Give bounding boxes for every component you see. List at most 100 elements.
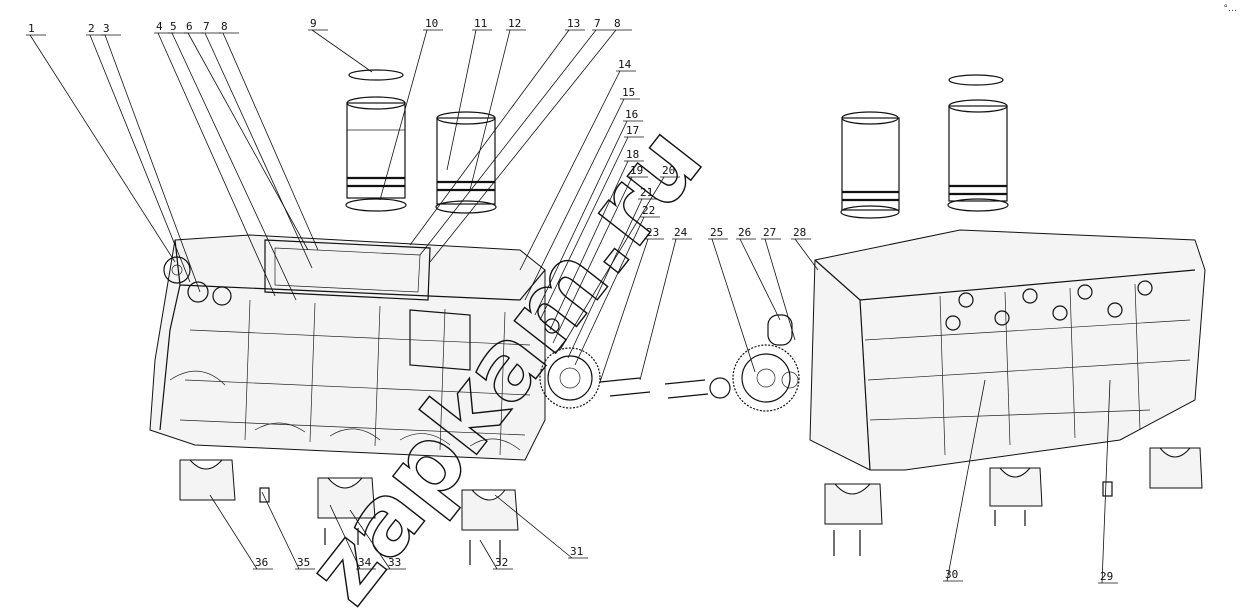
engine-block-right [809, 229, 1206, 471]
callout-leader-line [539, 136, 629, 321]
callout-number: 27 [763, 226, 776, 239]
callout-number: 24 [674, 226, 688, 239]
callout-leader-line [187, 32, 309, 251]
callout-number: 21 [640, 186, 653, 199]
callout-leader-line [204, 32, 313, 269]
callout-34: 34 [329, 504, 376, 570]
callout-number: 1 [28, 22, 35, 35]
callout-32: 32 [479, 539, 513, 570]
callout-1: 1 [26, 22, 176, 263]
callout-leader-line [552, 176, 633, 344]
callout-leader-line [946, 379, 986, 582]
callout-number: 28 [793, 226, 806, 239]
bolts [599, 377, 709, 399]
callout-leader-line [261, 491, 300, 570]
callout-33: 33 [349, 509, 406, 570]
callout-leader-line [29, 34, 176, 263]
callout-number: 9 [310, 17, 317, 30]
callout-leader-line [794, 238, 819, 271]
callout-leader-line [349, 509, 391, 570]
callout-number: 36 [255, 556, 268, 569]
callout-2: 2 [86, 22, 191, 283]
callout-36: 36 [209, 494, 273, 570]
callout-leader-line [157, 32, 276, 297]
callout-9: 9 [308, 17, 373, 73]
callout-21: 21 [567, 186, 658, 359]
callout-number: 10 [425, 17, 438, 30]
callout-leader-line [599, 238, 649, 383]
callout-number: 8 [221, 20, 228, 33]
callout-3: 3 [101, 22, 201, 293]
callout-number: 26 [738, 226, 751, 239]
callout-8: 8 [429, 17, 632, 263]
callout-number: 30 [945, 568, 958, 581]
callout-17: 17 [539, 124, 644, 321]
callout-number: 5 [170, 20, 177, 33]
callout-28: 28 [791, 226, 819, 271]
callout-leader-line [222, 32, 319, 251]
callout-number: 18 [626, 148, 639, 161]
timing-gears [539, 314, 800, 412]
callout-number: 31 [570, 545, 583, 558]
callout-25: 25 [708, 226, 756, 373]
callout-leader-line [574, 216, 645, 366]
callout-35: 35 [261, 491, 315, 570]
cylinder-liners-left [345, 69, 497, 214]
callout-31: 31 [494, 494, 588, 559]
callout-24: 24 [639, 226, 692, 381]
callout-leader-line [469, 29, 511, 191]
callout-number: 33 [388, 556, 401, 569]
more-menu-icon[interactable]: °… [1223, 4, 1238, 14]
callout-leader-line [524, 98, 625, 301]
callout-leader-line [409, 29, 570, 246]
main-bearing-caps [179, 447, 1203, 565]
callout-number: 6 [186, 20, 193, 33]
callout-18: 18 [549, 148, 644, 331]
callout-number: 13 [567, 17, 580, 30]
callout-number: 25 [710, 226, 723, 239]
callout-leader-line [329, 504, 361, 570]
callout-number: 34 [358, 556, 372, 569]
callout-29: 29 [1098, 379, 1118, 584]
callout-6: 6 [184, 20, 309, 251]
callout-leader-line [479, 539, 498, 570]
callout-number: 22 [642, 204, 655, 217]
callout-14: 14 [519, 58, 636, 271]
callout-number: 3 [103, 22, 110, 35]
callout-leader-line [379, 29, 428, 201]
callout-leader-line [519, 70, 621, 271]
callout-16: 16 [534, 108, 643, 316]
callout-leader-line [429, 29, 617, 263]
callout-number: 23 [646, 226, 659, 239]
callout-7: 7 [419, 17, 612, 256]
callout-10: 10 [379, 17, 443, 201]
engine-block-left [149, 234, 546, 461]
callout-leader-line [567, 198, 643, 359]
callout-leader-line [419, 29, 597, 256]
callout-leader-line [171, 32, 297, 301]
callout-leader-line [1101, 379, 1111, 584]
callout-leader-line [549, 160, 629, 331]
callout-number: 15 [622, 86, 635, 99]
callout-number: 12 [508, 17, 521, 30]
callout-13: 13 [409, 17, 585, 246]
callout-leader-line [639, 238, 677, 381]
callout-number: 32 [495, 556, 508, 569]
callout-number: 4 [156, 20, 163, 33]
callout-number: 17 [626, 124, 639, 137]
callout-26: 26 [736, 226, 781, 321]
cylinder-liners-right [840, 74, 1009, 219]
callout-number: 7 [203, 20, 210, 33]
callout-number: 19 [630, 164, 643, 177]
callout-leader-line [311, 29, 373, 73]
callout-11: 11 [446, 17, 492, 171]
callout-12: 12 [469, 17, 526, 191]
callout-number: 29 [1100, 570, 1113, 583]
callout-8: 8 [219, 20, 319, 251]
callout-number: 2 [88, 22, 95, 35]
callout-number: 8 [614, 17, 621, 30]
callout-leader-line [711, 238, 756, 373]
callout-leader-line [494, 494, 573, 559]
